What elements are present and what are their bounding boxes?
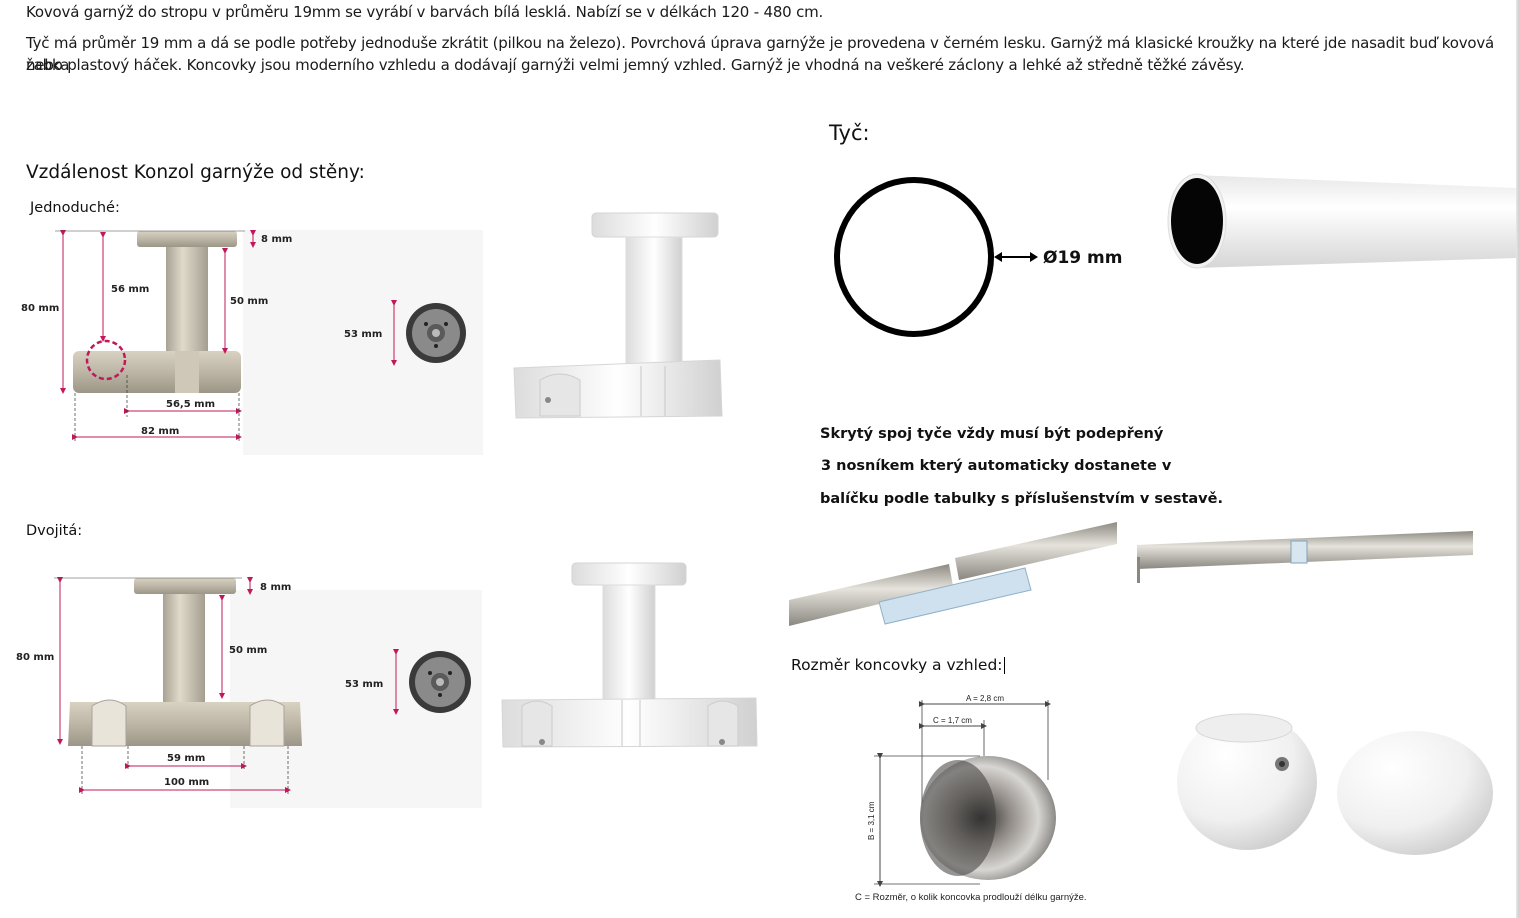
endcap-caption: C = Rozměr, o kolik koncovka prodlouží d…: [855, 892, 1087, 903]
intro-line-3: nebo plastový háček. Koncovky jsou moder…: [26, 56, 1245, 74]
rod-joint-open-image: [789, 522, 1117, 626]
double-disc-label: 53 mm: [345, 679, 383, 690]
double-bracket-diagram: 80 mm 8 mm 50 mm 59 mm 100 mm 53 mm: [16, 577, 482, 808]
single-total-label: 80 mm: [21, 303, 59, 314]
single-bracket-diagram: 80 mm 56 mm 8 mm 50 mm 56,5 mm 82 mm 53 …: [21, 230, 483, 455]
distance-heading: Vzdálenost Konzol garnýže od stěny:: [26, 162, 365, 183]
rod-joint-closed-image: [1137, 531, 1473, 583]
single-disc-label: 53 mm: [344, 329, 382, 340]
endcap-dim-a: A = 2,8 cm: [966, 694, 1004, 703]
rod-diameter-label: Ø19 mm: [1043, 248, 1122, 268]
double-inner-width-label: 59 mm: [167, 753, 205, 764]
single-total-width-label: 82 mm: [141, 426, 179, 437]
page-edge-shadow: [1516, 0, 1519, 918]
double-plate-label: 8 mm: [260, 582, 291, 593]
endcap-heading: Rozměr koncovky a vzhled:: [791, 656, 1005, 674]
endcap-dimension-diagram: A = 2,8 cm C = 1,7 cm B = 3,1 cm C = Roz…: [855, 694, 1087, 903]
single-stem-label: 50 mm: [230, 296, 268, 307]
single-white-bracket-image: [513, 212, 723, 419]
single-rod-label: 56 mm: [111, 284, 149, 295]
rod-cross-section: Ø19 mm: [834, 177, 1122, 337]
rod-heading: Tyč:: [829, 121, 870, 145]
double-total-label: 80 mm: [16, 652, 54, 663]
joint-note-line-1: Skrytý spoj tyče vždy musí být podepřený: [820, 426, 1164, 442]
endcap-dim-b: B = 3,1 cm: [867, 801, 876, 840]
single-plate-label: 8 mm: [261, 234, 292, 245]
white-rod-image: [1167, 173, 1517, 269]
intro-line-2: Tyč má průměr 19 mm a dá se podle potřeb…: [26, 34, 1495, 74]
single-label: Jednoduché:: [30, 200, 120, 216]
single-inner-width-label: 56,5 mm: [166, 399, 215, 410]
double-label: Dvojitá:: [26, 523, 83, 539]
joint-note-line-2: 3 nosníkem který automaticky dostanete v: [821, 458, 1172, 474]
double-white-bracket-image: [501, 562, 758, 748]
white-ball-endcaps-image: [1177, 713, 1493, 855]
double-total-width-label: 100 mm: [164, 777, 209, 788]
endcap-dim-c: C = 1,7 cm: [933, 716, 972, 725]
joint-note-line-3: balíčku podle tabulky s příslušenstvím v…: [820, 491, 1223, 507]
double-stem-label: 50 mm: [229, 645, 267, 656]
intro-line-1: Kovová garnýž do stropu v průměru 19mm s…: [26, 3, 824, 21]
